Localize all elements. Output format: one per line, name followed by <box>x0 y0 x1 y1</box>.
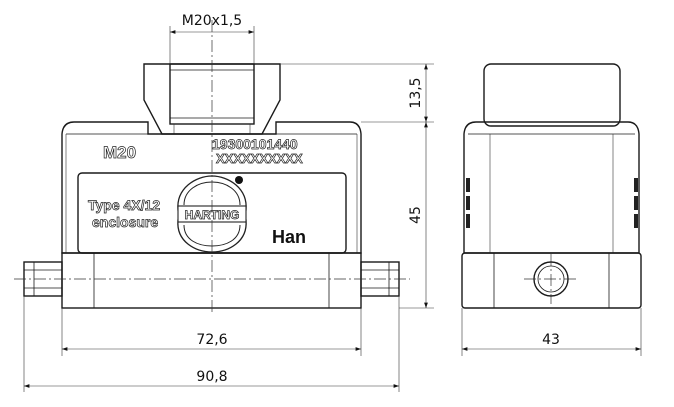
side-gland <box>483 63 621 127</box>
dimension-hood-height: 45 <box>399 122 434 309</box>
overall-width-label: 90,8 <box>196 369 227 385</box>
code-placeholder-mark: XXXXXXXXXX <box>216 151 303 166</box>
dimension-thread: M20x1,5 <box>169 13 255 64</box>
hood-height-label: 45 <box>408 206 424 224</box>
dimension-gland-height: 13,5 <box>280 63 434 123</box>
hood-body <box>61 121 362 254</box>
side-view <box>461 63 642 309</box>
housing-base <box>61 252 362 309</box>
side-base <box>461 252 642 309</box>
entry-size-mark: M20 <box>103 143 136 162</box>
type-line-2: enclosure <box>92 214 158 230</box>
part-number-mark: 19300101440 <box>212 136 298 152</box>
series-mark: Han <box>272 227 306 247</box>
dimension-inner-width: 72,6 <box>61 308 362 356</box>
front-view: HARTING M20 19300101440 XXXXXXXXXX Type … <box>14 20 410 312</box>
type-line-1: Type 4X/12 <box>88 197 160 213</box>
side-vent-slots <box>466 178 638 228</box>
gland-height-label: 13,5 <box>408 77 424 108</box>
dimension-side-width: 43 <box>461 308 642 356</box>
side-width-label: 43 <box>542 332 560 348</box>
thread-label: M20x1,5 <box>182 13 242 29</box>
inner-width-label: 72,6 <box>196 332 227 348</box>
dimension-overall-width: 90,8 <box>23 296 400 392</box>
